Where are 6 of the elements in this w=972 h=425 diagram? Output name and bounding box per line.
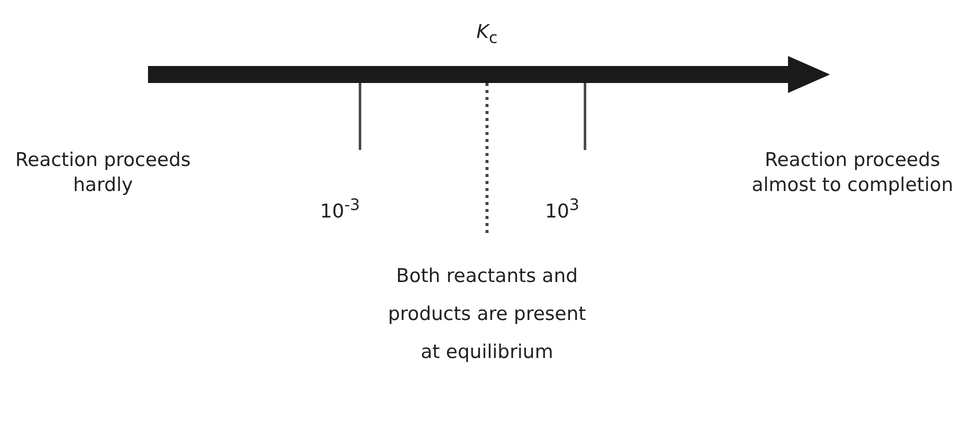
range-note: Both reactants and products are present at equilibrium [386,264,587,365]
scale-end-note: Reaction proceeds hardly [14,148,192,198]
axis-label: K$_{c}$ [475,20,499,48]
tick-label: 10$^{-3}$ [320,195,361,224]
scale-end-note: Reaction proceeds almost to completion [750,148,954,198]
tick-label: 10$^{3}$ [545,195,580,224]
